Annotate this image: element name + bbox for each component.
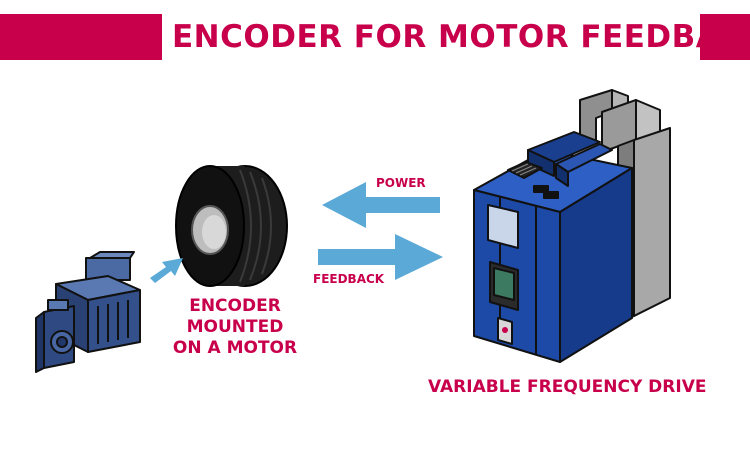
encoder-caption-line3: ON A MOTOR [172,338,298,358]
feedback-label: FEEDBACK [313,272,385,286]
title-banner-left [0,14,162,60]
encoder-icon [175,165,288,287]
arrow-up-right-icon [150,258,183,283]
variable-frequency-drive-icon [473,89,671,363]
encoder-caption: ENCODER MOUNTED ON A MOTOR [160,296,310,359]
arrow-right-icon [318,234,443,280]
encoder-caption-line1: ENCODER [189,296,281,316]
title-banner-right [700,14,750,60]
motor-icon [35,251,141,373]
page-title: ENCODER FOR MOTOR FEEDBACK [172,19,750,55]
arrow-left-icon [322,182,440,228]
vfd-caption: VARIABLE FREQUENCY DRIVE [428,377,707,397]
power-label: POWER [376,176,426,190]
encoder-caption-line2: MOUNTED [186,317,284,337]
